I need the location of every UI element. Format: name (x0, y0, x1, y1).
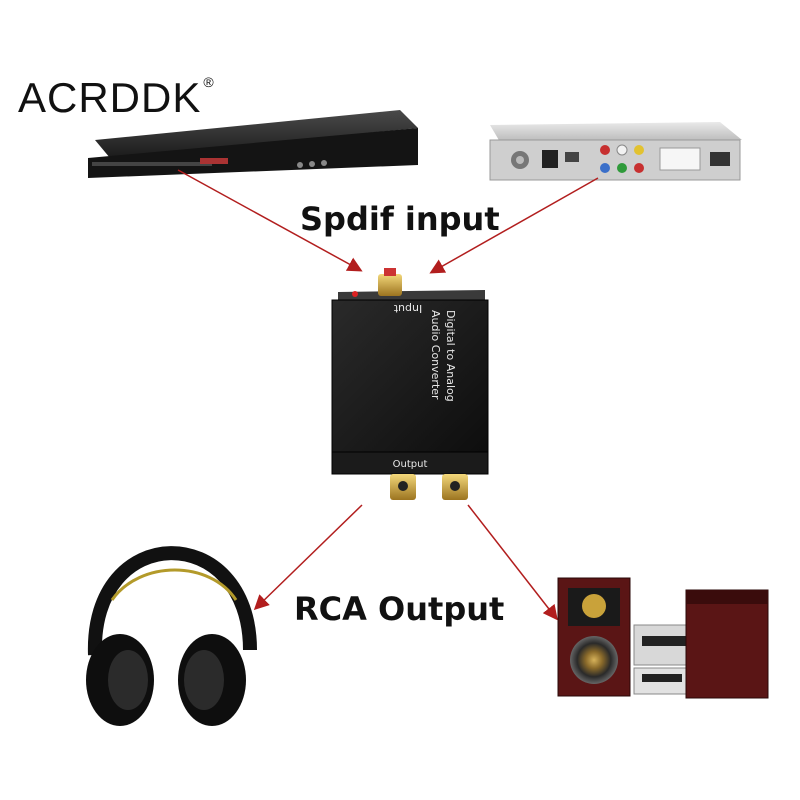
signal-arrows (177, 169, 599, 621)
converter-input-label: Input (393, 302, 422, 315)
set-top-box-icon (489, 122, 742, 181)
converter-title-line1: Digital to Analog (444, 310, 457, 402)
spdif-input-heading: Spdif input (300, 200, 500, 238)
brand-name: ACRDDK (18, 74, 202, 121)
arrow-converter-to-speakers (467, 504, 558, 621)
converter-output-label: Output (393, 459, 428, 470)
brand-logo: ACRDDK® (18, 74, 215, 122)
converter-title-line2: Audio Converter (429, 310, 442, 400)
dvd-player-icon (88, 110, 418, 178)
arrow-dvd-to-converter (177, 169, 363, 272)
converter-box (331, 268, 489, 500)
registered-mark: ® (203, 74, 215, 90)
headphones-icon (86, 546, 257, 726)
arrow-converter-to-headphones (253, 504, 363, 611)
rca-output-heading: RCA Output (294, 590, 505, 628)
stereo-system-icon (557, 577, 769, 699)
arrow-stb-to-converter (429, 177, 599, 274)
